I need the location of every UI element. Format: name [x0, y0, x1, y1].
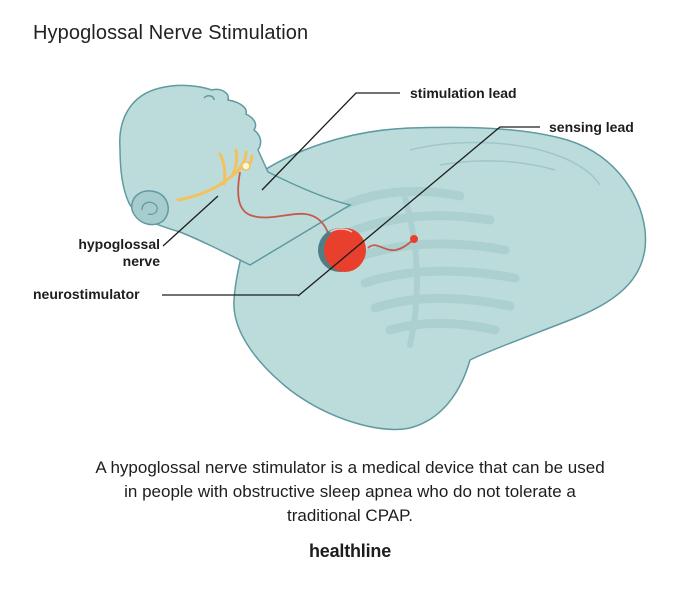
rib-cage	[340, 186, 520, 348]
torso-silhouette	[233, 126, 647, 431]
callout-line-hypoglossal	[162, 195, 219, 247]
callout-lines	[162, 92, 540, 297]
eye-icon	[203, 95, 215, 101]
label-stimulation-lead: stimulation lead	[410, 85, 517, 101]
label-neurostimulator: neurostimulator	[33, 286, 140, 302]
label-hypoglossal-line2: nerve	[122, 253, 160, 269]
stimulation-lead-wire	[237, 171, 331, 241]
sensor-tip-icon	[410, 235, 418, 243]
nerve-electrode-icon	[241, 161, 251, 171]
neurostimulator-device-icon	[318, 228, 366, 272]
label-sensing-lead: sensing lead	[549, 119, 634, 135]
callout-line-sensing	[297, 126, 540, 297]
caption-text: A hypoglossal nerve stimulator is a medi…	[95, 458, 605, 525]
ear-icon	[131, 190, 169, 226]
anatomy-illustration	[119, 84, 647, 431]
shoulder-bones	[409, 141, 601, 186]
page-title: Hypoglossal Nerve Stimulation	[33, 22, 309, 44]
healthline-logo: healthline	[308, 541, 391, 561]
label-hypoglossal-line1: hypoglossal	[78, 236, 160, 252]
callout-line-stimulation	[261, 92, 400, 191]
label-hypoglossal-nerve: hypoglossal nerve	[74, 236, 160, 270]
sensing-lead-wire	[367, 239, 414, 252]
